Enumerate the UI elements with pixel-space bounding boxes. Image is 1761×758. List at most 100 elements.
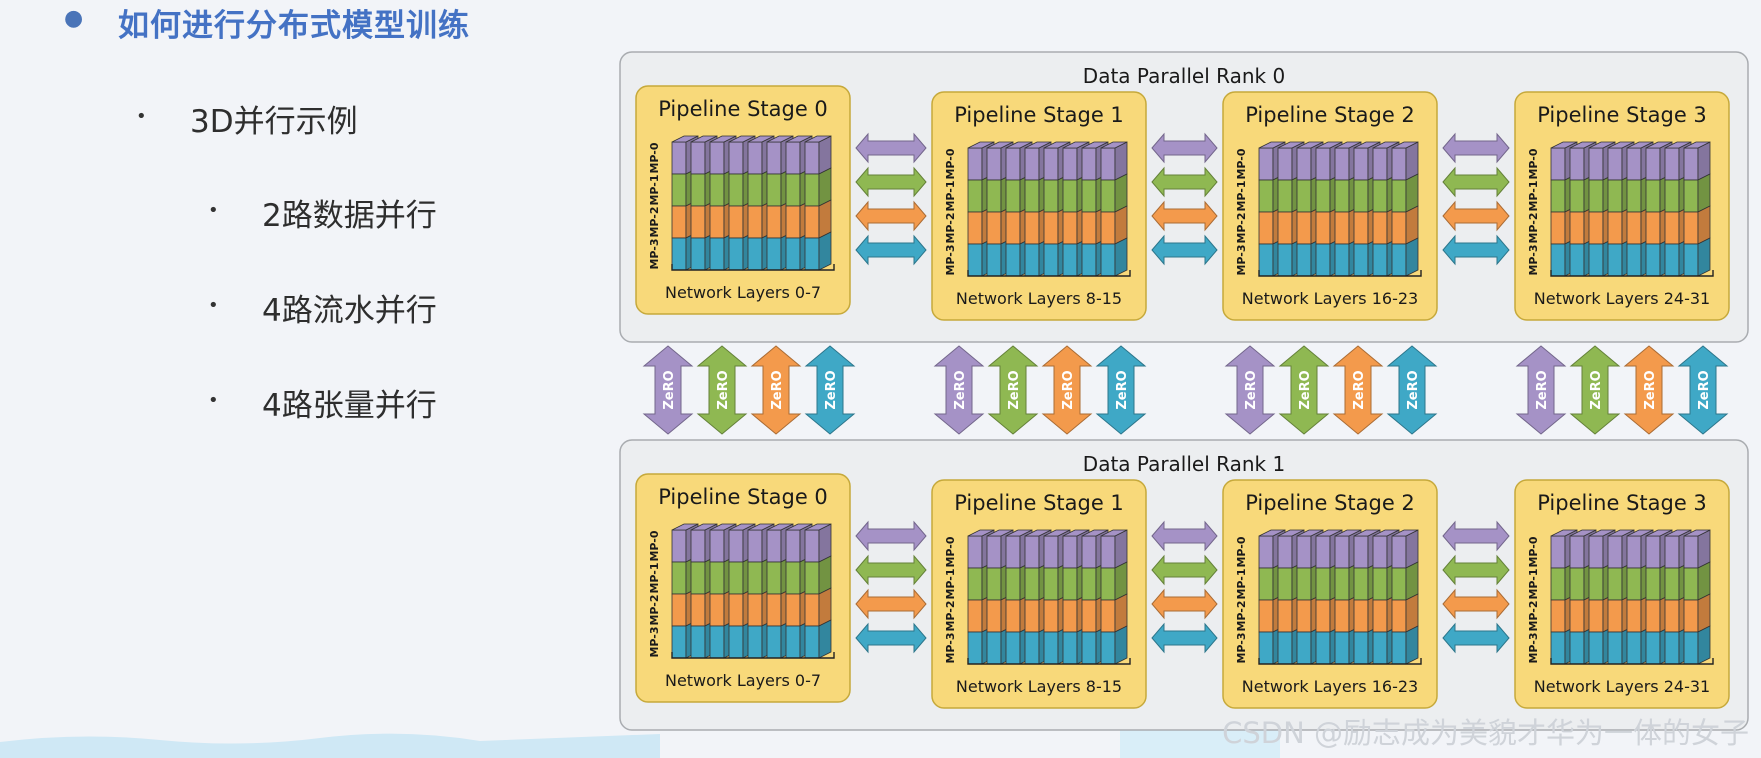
layer-slab — [986, 147, 1002, 181]
layer-slab-top — [690, 523, 718, 531]
layers-brace — [1258, 270, 1422, 277]
layer-slab-side — [1114, 625, 1128, 665]
mp-label: MP-1 — [1235, 180, 1248, 211]
layer-slab-side — [1114, 561, 1128, 601]
layer-slab — [1062, 535, 1078, 569]
layer-slab — [1550, 535, 1566, 569]
layer-slab-side — [818, 619, 832, 659]
layer-slab — [1062, 631, 1078, 665]
mp-label: MP-2 — [1235, 600, 1248, 631]
layer-slab — [690, 529, 706, 563]
layer-slab-top — [1588, 141, 1616, 149]
layer-slab — [1315, 243, 1331, 277]
layer-slab-top — [1588, 529, 1616, 537]
layer-slab — [986, 567, 1002, 601]
zero-arrow — [1224, 345, 1276, 435]
mp-label: MP-2 — [1235, 212, 1248, 243]
bullet-dot: • — [208, 295, 219, 316]
layer-slab — [804, 205, 820, 239]
layer-slab — [785, 529, 801, 563]
pipeline-arrow — [1151, 622, 1218, 654]
layer-slab — [1081, 599, 1097, 633]
layer-slab — [766, 593, 782, 627]
layer-slab — [1081, 179, 1097, 213]
layer-slab-top — [747, 523, 775, 531]
layer-slab-top — [1683, 529, 1711, 537]
bullet-dot: • — [136, 106, 147, 127]
layer-slab — [1391, 567, 1407, 601]
layer-slab — [1043, 599, 1059, 633]
layer-slab — [1334, 599, 1350, 633]
layer-slab — [1683, 243, 1699, 277]
zero-label: ZeRO — [1406, 370, 1421, 409]
layer-slab — [747, 173, 763, 207]
layer-slab-side — [1405, 173, 1419, 213]
layer-slab — [1588, 535, 1604, 569]
layer-slab — [1683, 179, 1699, 213]
layer-slab-top — [1005, 529, 1033, 537]
layer-slab — [1569, 567, 1585, 601]
layer-slab — [1664, 535, 1680, 569]
layer-slab-top — [967, 141, 995, 149]
layer-slab-side — [818, 587, 832, 627]
layer-slab — [690, 173, 706, 207]
layer-slab-top — [1100, 529, 1128, 537]
layer-slab — [804, 529, 820, 563]
layer-slab — [1258, 535, 1274, 569]
zero-arrow — [696, 345, 748, 435]
layer-slab — [1024, 631, 1040, 665]
layer-slab — [1005, 211, 1021, 245]
layer-slab — [747, 593, 763, 627]
layers-label: Network Layers 0-7 — [665, 671, 821, 690]
mp-label: MP-2 — [1527, 600, 1540, 631]
layer-slab — [785, 561, 801, 595]
pipeline-arrow — [1442, 520, 1510, 552]
layer-slab — [709, 173, 725, 207]
layer-slab — [1664, 147, 1680, 181]
layer-slab — [1024, 599, 1040, 633]
mp-label: MP-3 — [1527, 244, 1540, 275]
layer-slab — [709, 205, 725, 239]
layer-slab — [1550, 243, 1566, 277]
layers-label: Network Layers 8-15 — [956, 289, 1122, 308]
mp-label: MP-3 — [648, 238, 661, 269]
layer-slab — [671, 237, 687, 271]
layer-slab-top — [766, 135, 794, 143]
layer-slab — [1100, 599, 1116, 633]
pipeline-arrow — [1151, 520, 1218, 552]
layer-slab — [1005, 599, 1021, 633]
layer-slab — [1391, 599, 1407, 633]
mp-label: MP-3 — [944, 244, 957, 275]
layer-slab-top — [1315, 141, 1343, 149]
layer-slab — [785, 593, 801, 627]
layer-slab — [1024, 211, 1040, 245]
layer-slab — [766, 141, 782, 175]
layer-slab — [1296, 631, 1312, 665]
stage-label: Pipeline Stage 1 — [954, 491, 1124, 515]
layer-slab — [1569, 599, 1585, 633]
layer-slab-side — [818, 555, 832, 595]
layers-brace — [967, 270, 1131, 277]
layer-slab-top — [785, 135, 813, 143]
stage-label: Pipeline Stage 0 — [658, 485, 828, 509]
layer-slab — [1277, 179, 1293, 213]
layer-slab — [1005, 535, 1021, 569]
layer-slab — [1024, 179, 1040, 213]
layer-slab — [766, 205, 782, 239]
layer-slab-top — [1334, 529, 1362, 537]
layer-slab-top — [1391, 529, 1419, 537]
layer-slab — [1588, 599, 1604, 633]
layer-slab-top — [1607, 529, 1635, 537]
bullet-text: 3D并行示例 — [190, 104, 358, 140]
mp-label: MP-0 — [648, 530, 661, 561]
layers-label: Network Layers 0-7 — [665, 283, 821, 302]
layer-slab — [1043, 631, 1059, 665]
layer-slab — [1607, 535, 1623, 569]
pipeline-arrow — [1151, 554, 1218, 586]
layer-slab-side — [818, 231, 832, 271]
pipeline-arrow — [855, 132, 927, 164]
layer-slab-top — [1372, 529, 1400, 537]
zero-label: ZeRO — [1697, 370, 1712, 409]
layer-slab — [1315, 599, 1331, 633]
layer-slab-side — [1114, 141, 1128, 181]
